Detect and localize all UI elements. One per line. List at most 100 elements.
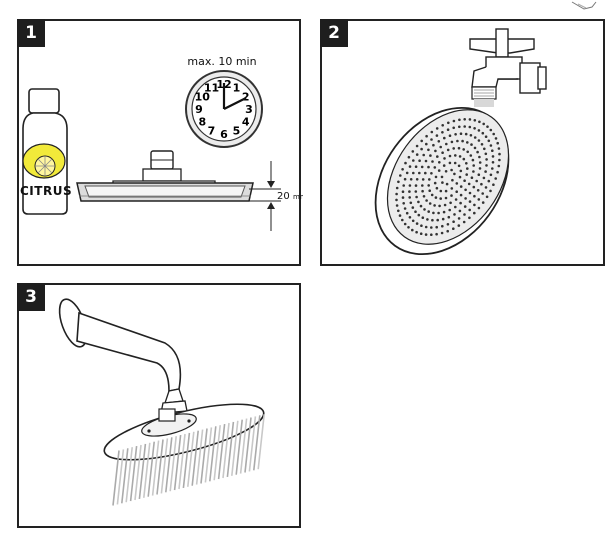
nozzle-dot [443,136,446,140]
depth-value: 20 [277,191,290,202]
nozzle-dot [489,173,493,177]
water-spray-line [112,450,120,506]
nozzle-dot [399,174,402,177]
nozzle-dot [427,184,430,187]
shower-head-in-tray-drawing [76,150,254,202]
nozzle-dot [486,125,489,128]
nozzle-dot [420,165,424,169]
clock-number: 9 [195,103,203,116]
nozzle-dot [448,208,451,212]
nozzle-dot [395,186,399,190]
nozzle-dot [480,143,484,146]
water-tap-icon [469,28,547,107]
water-spray-line [169,436,177,492]
nozzle-dot [435,225,438,229]
nozzle-dot [419,204,423,208]
nozzle-dot [454,198,458,201]
nozzle-dot [470,176,474,179]
nozzle-dot [397,180,400,184]
nozzle-dot [424,233,428,236]
nozzle-dot [454,133,457,136]
nozzle-dot [415,153,419,156]
nozzle-dot [441,224,444,228]
nozzle-dot [457,146,461,150]
nozzle-dot [404,161,407,165]
nozzle-dot [401,218,404,222]
nozzle-dot [436,155,439,158]
nozzle-dot [446,229,449,233]
nozzle-dot [395,192,398,196]
nozzle-dot [465,162,468,165]
nozzle-dot [459,169,463,173]
water-spray-line [121,448,129,504]
nozzle-dot [476,189,480,192]
nozzle-dot [424,159,428,163]
nozzle-dot [420,139,423,143]
nozzle-dot [458,155,462,158]
nozzle-dot [458,125,461,129]
nozzle-dot [441,124,444,127]
clock-number: 8 [198,116,206,129]
water-spray-line [213,425,221,481]
nozzle-dot [497,147,501,150]
nozzle-dot [453,161,457,165]
nozzle-dot [453,213,456,216]
nozzle-dot [459,193,463,197]
nozzle-dot [443,157,446,160]
step-panel-2: 2 [320,19,605,266]
nozzle-dot [450,140,454,144]
nozzle-dot [459,201,462,205]
nozzle-dot [478,167,482,170]
nozzle-dot [409,201,413,205]
water-spray-line [182,432,191,488]
nozzle-dot [428,189,431,192]
water-spray-line [235,419,243,475]
nozzle-dot [439,145,442,149]
nozzle-dot [473,119,477,122]
nozzle-dot [428,202,432,205]
water-spray-line [125,447,133,503]
nozzle-dot [443,203,447,207]
nozzle-dot [408,165,412,168]
nozzle-dot [462,148,465,151]
water-spray-line [222,422,230,479]
water-spray-line [173,435,182,491]
nozzle-dot [430,138,433,141]
nozzle-dot [454,154,457,157]
water-spray-line [129,446,138,502]
nozzle-dot [414,210,417,213]
nozzle-dot [401,168,404,171]
nozzle-dot [407,226,410,229]
nozzle-dot [463,125,466,128]
nozzle-dot [428,178,431,181]
water-spray-line [138,443,147,499]
clock-number: 3 [245,103,253,116]
nozzle-dot [431,218,434,222]
nozzle-dot [440,231,444,235]
nozzle-dot [437,169,441,172]
nozzle-dot [478,120,481,124]
nozzle-dot [456,139,459,143]
nozzle-dot [463,205,467,208]
nozzle-dot [435,127,439,130]
step-number-badge: 2 [320,19,348,47]
nozzle-dot [397,209,400,213]
nozzle-dot [418,159,421,162]
nozzle-dot [417,213,421,217]
nozzle-dot [435,232,438,236]
nozzle-dot [401,190,405,193]
nozzle-dot [433,181,437,185]
water-spray-line [143,442,151,498]
step-number-badge: 1 [17,19,45,47]
nozzle-dot [429,154,432,157]
nozzle-dot [484,170,487,173]
nozzle-dot [408,216,412,219]
nozzle-dot [441,217,445,221]
nozzle-dot [407,155,411,159]
water-spray-line [134,444,142,501]
nozzle-dot [453,172,456,176]
nozzle-dot [498,152,501,156]
nozzle-dot [455,190,458,193]
water-spray-line [156,439,164,495]
water-spray-line [160,438,169,494]
